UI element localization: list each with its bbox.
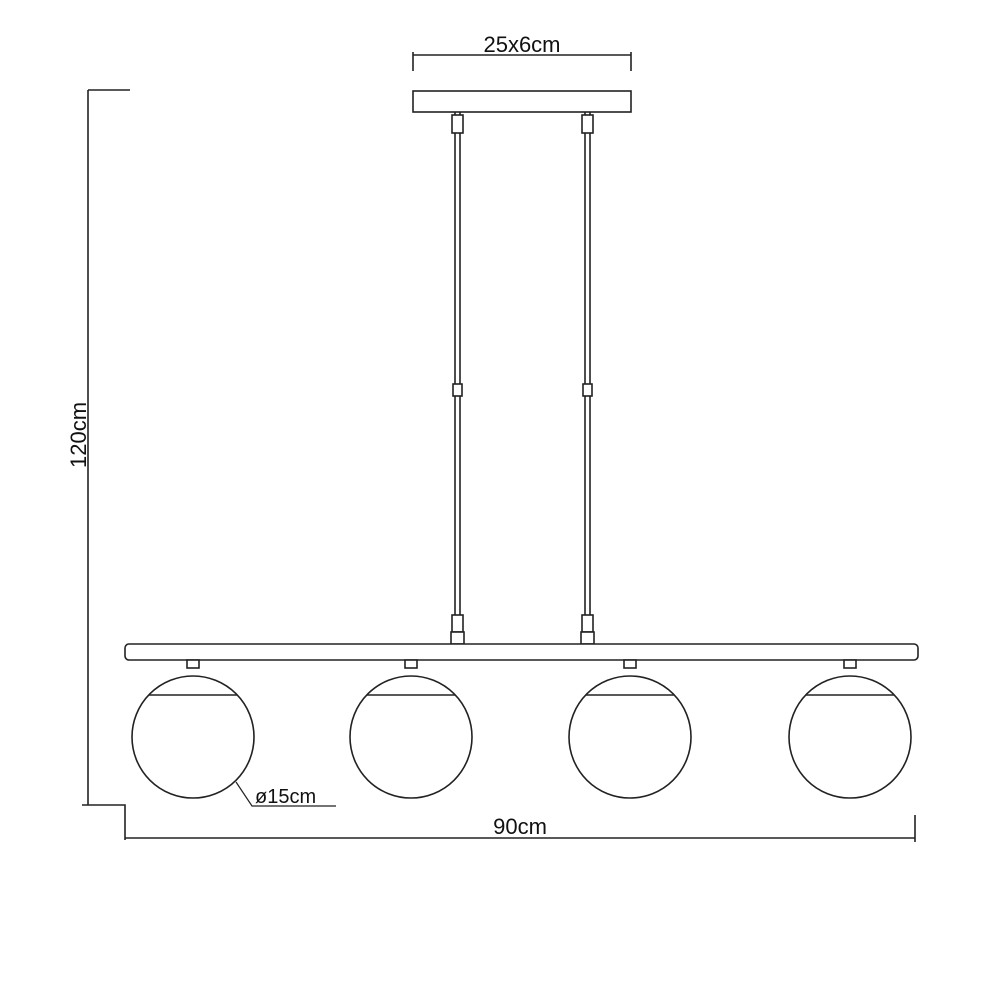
- globe-shade: [568, 659, 692, 799]
- canopy-dimension-label: 25x6cm: [483, 32, 560, 57]
- height-dimension-label: 120cm: [66, 402, 91, 468]
- globe-stem: [404, 659, 418, 669]
- width-dimension-label: 90cm: [493, 814, 547, 839]
- globe-stem: [186, 659, 200, 669]
- globe: [788, 675, 912, 799]
- globe: [131, 675, 255, 799]
- height-dimension: [82, 89, 130, 840]
- suspension-rods: [450, 112, 595, 645]
- canopy-dimension: [412, 52, 632, 71]
- globe-shade: [131, 659, 255, 799]
- globe: [568, 675, 692, 799]
- globe-diameter-label: ø15cm: [255, 786, 316, 808]
- width-dimension: [125, 815, 916, 842]
- globe-stem: [623, 659, 637, 669]
- globe-leader-line: [235, 781, 336, 807]
- horizontal-bar: [124, 643, 919, 661]
- globe-shade: [349, 659, 473, 799]
- globe-stem: [843, 659, 857, 669]
- globe: [349, 675, 473, 799]
- ceiling-canopy: [412, 90, 632, 113]
- globes: [131, 659, 912, 799]
- globe-shade: [788, 659, 912, 799]
